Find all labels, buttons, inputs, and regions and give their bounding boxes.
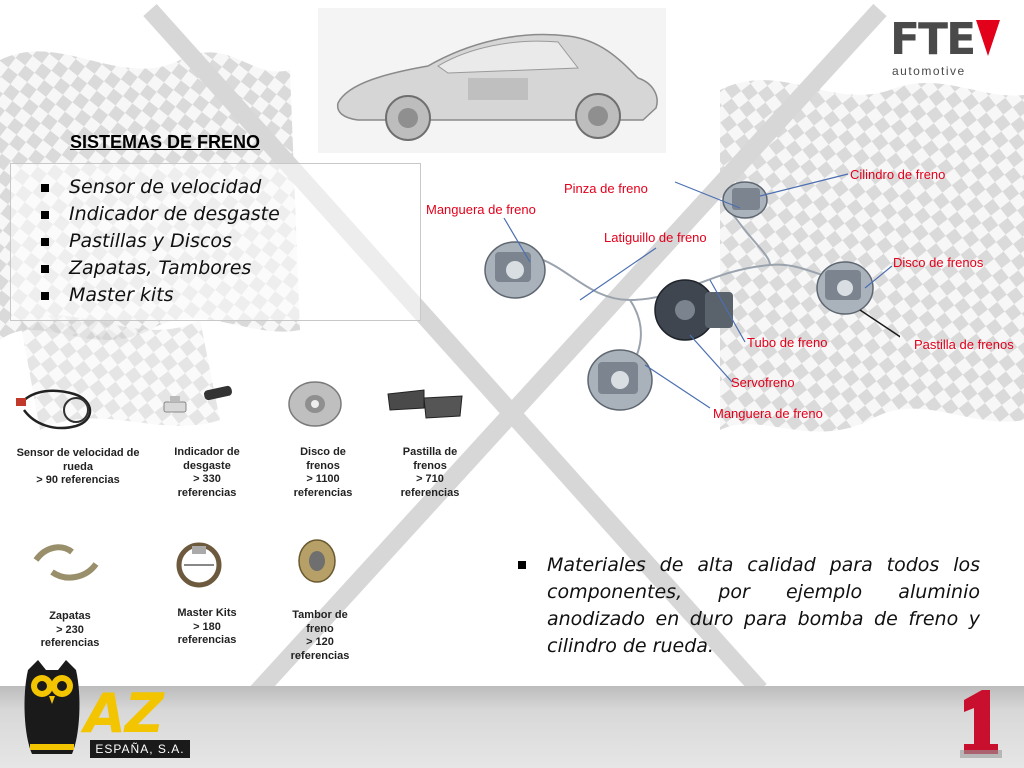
bullet-icon: [41, 211, 49, 219]
product-label: Indicador de desgaste > 330 referencias: [168, 446, 246, 500]
bullet-icon: [41, 265, 49, 273]
brake-disc-image: [288, 381, 342, 427]
callout-tubo-freno: Tubo de freno: [747, 335, 828, 350]
bottom-caliper-image: [587, 349, 653, 411]
callout-servofreno: Servofreno: [731, 375, 795, 390]
product-name: Pastilla de frenos: [402, 446, 458, 472]
product-refs: > 230 referencias: [40, 623, 100, 650]
product-label: Sensor de velocidad de rueda > 90 refere…: [8, 447, 148, 488]
product-label: Disco de frenos > 1100 referencias: [288, 446, 358, 500]
product-refs: > 120 referencias: [290, 636, 350, 662]
brake-system-diagram: [484, 173, 900, 411]
product-name: Sensor de velocidad de rueda: [16, 447, 140, 473]
product-label: Tambor de freno > 120 referencias: [282, 609, 358, 663]
feature-list: Sensor de velocidad Indicador de desgast…: [39, 174, 280, 309]
bullet-icon: [41, 184, 49, 192]
right-assembly-image: [816, 261, 874, 315]
list-item: Zapatas, Tambores: [39, 255, 280, 282]
top-assembly-image: [722, 181, 768, 219]
product-label: Zapatas > 230 referencias: [34, 610, 106, 651]
owl-icon: [24, 660, 80, 754]
callout-pastilla-frenos: Pastilla de frenos: [914, 337, 1014, 352]
list-item: Master kits: [39, 282, 280, 309]
wear-indicator-image: [163, 385, 232, 413]
product-label: Master Kits > 180 referencias: [168, 607, 246, 648]
section-title: SISTEMAS DE FRENO: [70, 132, 261, 152]
feature-box: Sensor de velocidad Indicador de desgast…: [10, 163, 421, 321]
feature-label: Zapatas, Tambores: [69, 257, 252, 279]
list-item: Pastillas y Discos: [39, 228, 280, 255]
az-logo: AZ ESPAÑA, S.A.: [20, 656, 190, 760]
feature-label: Pastillas y Discos: [69, 230, 232, 252]
brake-drum-image: [298, 539, 336, 583]
callout-disco-frenos: Disco de frenos: [893, 255, 984, 270]
bullet-icon: [518, 561, 526, 569]
product-refs: > 180 referencias: [177, 620, 237, 647]
speed-sensor-image: [16, 389, 92, 430]
product-refs: > 1100 referencias: [293, 473, 353, 499]
left-caliper-image: [484, 241, 546, 299]
callout-manguera-freno-top: Manguera de freno: [426, 202, 536, 217]
master-kit-image: [176, 542, 222, 588]
number-one-icon: [960, 690, 1002, 758]
product-name: Disco de frenos: [300, 446, 346, 472]
product-name: Indicador de desgaste: [174, 446, 240, 472]
brake-pad-image: [387, 389, 463, 419]
az-logo-text: AZ: [84, 682, 164, 745]
product-name: Zapatas: [49, 610, 91, 622]
materials-text: Materiales de alta calidad para todos lo…: [547, 554, 980, 657]
feature-label: Master kits: [69, 284, 174, 306]
bullet-icon: [41, 238, 49, 246]
fte-logo-text: FTE: [890, 14, 976, 65]
list-item: Sensor de velocidad: [39, 174, 280, 201]
product-label: Pastilla de frenos > 710 referencias: [396, 446, 464, 500]
servo-image: [654, 279, 733, 341]
product-name: Master Kits: [177, 607, 237, 619]
callout-latiguillo-freno: Latiguillo de freno: [604, 230, 707, 245]
fte-logo: FTE automotive: [868, 14, 1008, 84]
car-xray-image: [318, 8, 666, 153]
product-refs: > 330 referencias: [177, 473, 237, 499]
product-name: Tambor de freno: [292, 609, 348, 635]
product-refs: > 710 referencias: [400, 473, 460, 499]
fte-triangle-icon: [976, 20, 1000, 56]
feature-label: Sensor de velocidad: [69, 176, 262, 198]
materials-paragraph: Materiales de alta calidad para todos lo…: [518, 552, 980, 660]
az-logo-subtitle: ESPAÑA, S.A.: [90, 740, 190, 758]
brake-shoes-image: [33, 544, 99, 581]
list-item: Indicador de desgaste: [39, 201, 280, 228]
callout-cilindro-freno: Cilindro de freno: [850, 167, 946, 182]
callout-manguera-freno-bottom: Manguera de freno: [713, 406, 823, 421]
bullet-icon: [41, 292, 49, 300]
callout-pinza-freno: Pinza de freno: [564, 181, 648, 196]
product-refs: > 90 referencias: [36, 474, 120, 486]
fte-logo-subtitle: automotive: [892, 64, 966, 78]
feature-label: Indicador de desgaste: [69, 203, 280, 225]
